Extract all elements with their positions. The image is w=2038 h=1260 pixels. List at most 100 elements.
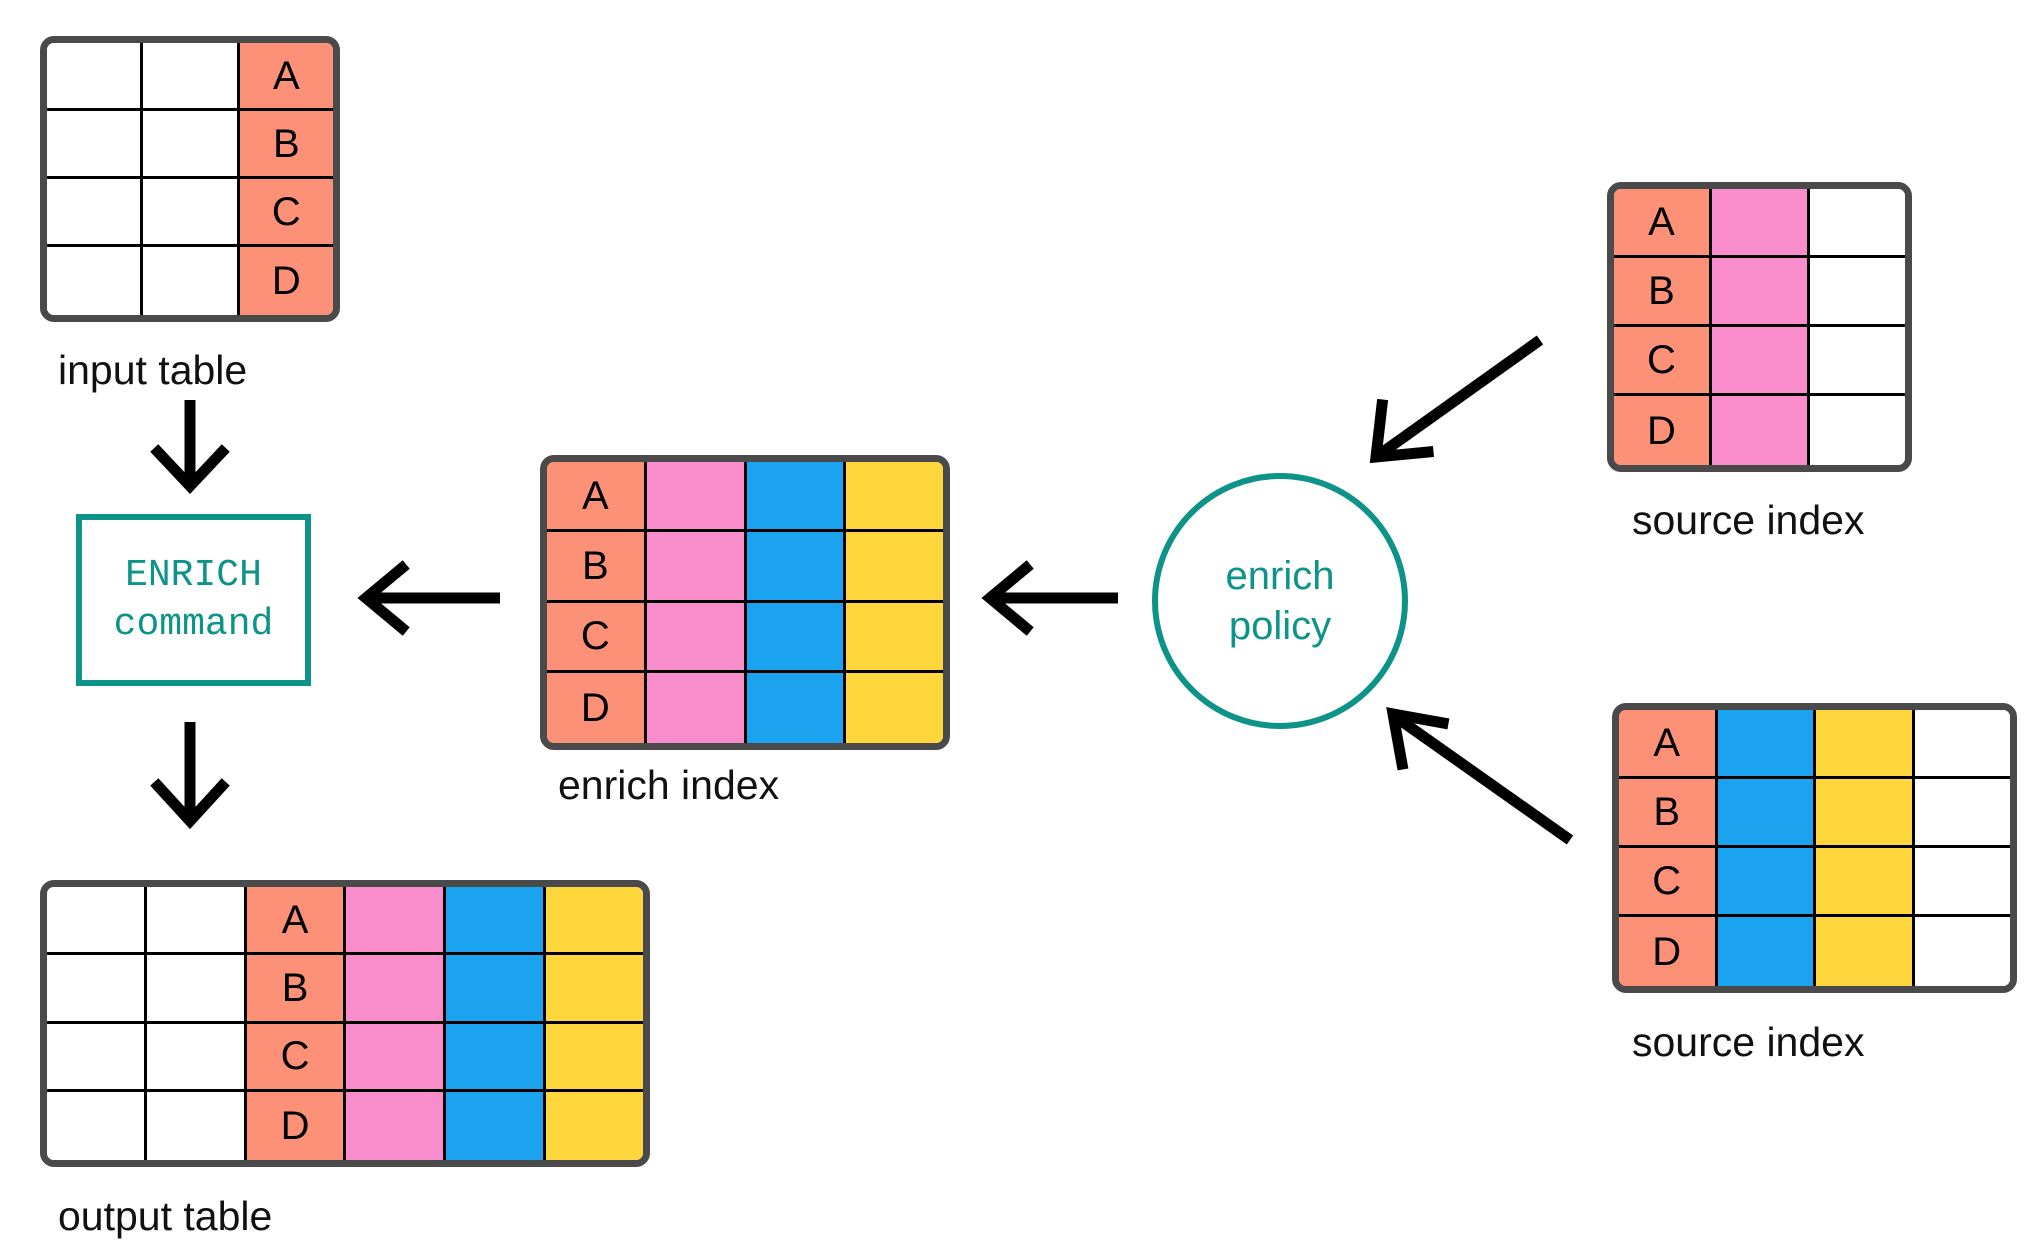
table-cell: B [239, 111, 333, 179]
table-row: D [47, 247, 333, 315]
table-cell: B [1619, 779, 1718, 848]
table-cell [1712, 327, 1810, 396]
table-cell [47, 1023, 147, 1092]
table-cell [47, 43, 144, 111]
table-cell [1810, 258, 1905, 327]
table-cell: A [547, 462, 647, 533]
table-row: B [547, 532, 943, 603]
table-cell [146, 955, 247, 1024]
table-cell [1816, 710, 1915, 779]
table-cell [47, 955, 147, 1024]
table-cell: A [246, 887, 347, 956]
table-cell [346, 1091, 447, 1160]
arrow-policy-to-enrich-index [981, 560, 1118, 636]
table-row: A [47, 887, 643, 956]
table-cell [446, 1023, 547, 1092]
table-cell [1816, 779, 1915, 848]
table-row: D [1614, 396, 1905, 465]
table-cell [143, 179, 240, 247]
table-cell [146, 1023, 247, 1092]
table-cell [143, 111, 240, 179]
table-cell [346, 955, 447, 1024]
table-cell [446, 955, 547, 1024]
table-cell [1914, 848, 2010, 917]
table-cell [846, 462, 943, 533]
table-cell [1717, 710, 1816, 779]
table-row: B [47, 111, 333, 179]
enrich-policy-line1: enrich [1225, 554, 1335, 598]
enrich-command-box[interactable]: ENRICH command [76, 514, 311, 686]
table-cell [1810, 189, 1905, 258]
table-cell [1914, 917, 2010, 986]
table-cell: B [246, 955, 347, 1024]
table-cell [446, 1091, 547, 1160]
input-table-caption: input table [58, 347, 248, 393]
table-cell: D [239, 247, 333, 315]
table-cell [47, 1091, 147, 1160]
table-row: A [547, 462, 943, 533]
table-cell [1914, 710, 2010, 779]
table-row: C [1614, 327, 1905, 396]
enrich-policy-circle[interactable]: enrich policy [1152, 473, 1408, 729]
table-cell [346, 887, 447, 956]
table-cell [47, 247, 144, 315]
table-cell [1712, 258, 1810, 327]
table-row: D [547, 672, 943, 743]
table-cell [1712, 396, 1810, 465]
table-row: C [47, 179, 333, 247]
table-cell: D [1619, 917, 1718, 986]
arrow-enrich-index-to-command [357, 560, 500, 636]
table-cell: B [1614, 258, 1712, 327]
table-cell: C [547, 602, 647, 673]
table-row: C [47, 1023, 643, 1092]
table-row: A [47, 43, 333, 111]
table-cell [546, 955, 643, 1024]
enrich-command-line1: ENRICH [125, 553, 262, 597]
table-row: B [1614, 258, 1905, 327]
table-cell: C [1614, 327, 1712, 396]
output-table-caption: output table [58, 1193, 273, 1239]
table-cell [47, 179, 144, 247]
table-row: A [1619, 710, 2010, 779]
table-cell [1712, 189, 1810, 258]
table-cell [746, 602, 847, 673]
table-cell [346, 1023, 447, 1092]
table-cell [446, 887, 547, 956]
table-cell: A [239, 43, 333, 111]
arrow-source-top-to-policy [1369, 335, 1544, 464]
table-cell: A [1614, 189, 1712, 258]
table-cell [546, 887, 643, 956]
source-index-bottom-caption: source index [1632, 1019, 1865, 1065]
source-index-top-caption: source index [1632, 497, 1865, 543]
table-cell [1810, 396, 1905, 465]
table-cell [846, 672, 943, 743]
table-row: C [547, 602, 943, 673]
table-cell [1717, 848, 1816, 917]
arrow-input-to-command [150, 400, 230, 495]
table-cell [646, 672, 747, 743]
table-row: A [1614, 189, 1905, 258]
table-row: B [47, 955, 643, 1024]
table-row: B [1619, 779, 2010, 848]
arrow-source-bottom-to-policy [1386, 707, 1574, 845]
table-cell: D [1614, 396, 1712, 465]
table-cell [1810, 327, 1905, 396]
table-cell [1914, 779, 2010, 848]
table-row: C [1619, 848, 2010, 917]
table-cell: D [246, 1091, 347, 1160]
arrow-command-to-output [150, 722, 230, 830]
table-cell [146, 887, 247, 956]
table-cell [546, 1091, 643, 1160]
table-row: D [1619, 917, 2010, 986]
table-cell: D [547, 672, 647, 743]
table-cell [47, 111, 144, 179]
table-cell: B [547, 532, 647, 603]
table-cell: C [239, 179, 333, 247]
table-cell [146, 1091, 247, 1160]
table-cell [1816, 848, 1915, 917]
table-cell [646, 462, 747, 533]
